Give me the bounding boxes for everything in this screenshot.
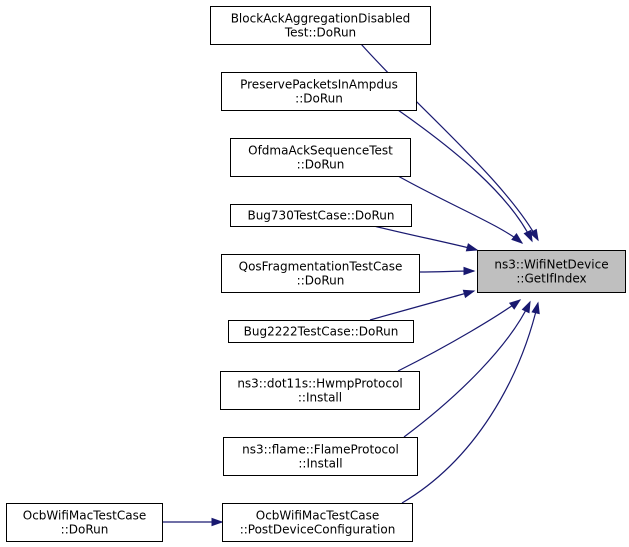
arrowhead-icon bbox=[531, 301, 540, 315]
node-label-line: ::DoRun bbox=[297, 274, 345, 288]
edge-layer bbox=[162, 43, 540, 527]
node-ocb-dorun[interactable]: OcbWifiMacTestCase::DoRun bbox=[6, 503, 163, 542]
edge-line bbox=[397, 109, 533, 242]
node-box bbox=[210, 6, 431, 45]
node-label-line: Test::DoRun bbox=[284, 26, 356, 40]
node-box bbox=[222, 503, 413, 542]
node-label-line: QosFragmentationTestCase bbox=[239, 260, 403, 274]
node-label-line: ::DoRun bbox=[61, 523, 109, 537]
edge-line bbox=[397, 175, 523, 244]
node-hwmp-install[interactable]: ns3::dot11s::HwmpProtocol::Install bbox=[220, 371, 420, 410]
edge-line bbox=[403, 301, 531, 438]
arrowhead-icon bbox=[521, 300, 531, 314]
node-label-line: OcbWifiMacTestCase bbox=[23, 509, 146, 523]
node-box bbox=[223, 437, 418, 476]
node-label-line: ::Install bbox=[298, 457, 342, 471]
node-box bbox=[230, 138, 411, 177]
edge-ocb-dorun-to-ocb-postconfig bbox=[162, 517, 224, 527]
node-qos-fragmentation[interactable]: QosFragmentationTestCase::DoRun bbox=[221, 254, 420, 293]
node-label-line: OfdmaAckSequenceTest bbox=[248, 144, 393, 158]
node-label-line: ::PostDeviceConfiguration bbox=[240, 523, 396, 537]
node-preserve-packets[interactable]: PreservePacketsInAmpdus::DoRun bbox=[221, 72, 417, 111]
arrowhead-icon bbox=[463, 266, 476, 276]
edge-flame-install-to-target bbox=[403, 300, 531, 438]
node-bug730[interactable]: Bug730TestCase::DoRun bbox=[230, 204, 412, 227]
node-box bbox=[6, 503, 163, 542]
node-label-line: ::GetIfIndex bbox=[516, 272, 586, 286]
edge-line bbox=[401, 302, 539, 504]
arrowhead-icon bbox=[211, 517, 224, 527]
node-label-line: Bug2222TestCase::DoRun bbox=[244, 325, 399, 339]
arrowhead-icon bbox=[508, 299, 522, 310]
edge-ofdma-ack-to-target bbox=[397, 175, 524, 244]
node-box bbox=[230, 204, 412, 227]
edge-line bbox=[373, 225, 478, 251]
arrowhead-icon bbox=[465, 243, 479, 252]
node-label-line: ns3::WifiNetDevice bbox=[494, 258, 608, 272]
node-label-line: PreservePacketsInAmpdus bbox=[240, 78, 398, 92]
node-label-line: ns3::flame::FlameProtocol bbox=[242, 443, 399, 457]
edge-bug2222-to-target bbox=[369, 289, 476, 321]
node-label-line: ns3::dot11s::HwmpProtocol bbox=[237, 377, 402, 391]
node-box bbox=[221, 254, 420, 293]
node-label-line: OcbWifiMacTestCase bbox=[256, 509, 379, 523]
edge-ocb-postconfig-to-target bbox=[401, 301, 540, 504]
node-label-line: Bug730TestCase::DoRun bbox=[247, 209, 394, 223]
edge-block-ack-to-target bbox=[360, 43, 539, 242]
node-flame-install[interactable]: ns3::flame::FlameProtocol::Install bbox=[223, 437, 418, 476]
node-label-line: BlockAckAggregationDisabled bbox=[231, 12, 411, 26]
node-ofdma-ack[interactable]: OfdmaAckSequenceTest::DoRun bbox=[230, 138, 411, 177]
node-layer: ns3::WifiNetDevice::GetIfIndex BlockAckAg… bbox=[6, 6, 626, 542]
node-box bbox=[220, 371, 420, 410]
edge-hwmp-install-to-target bbox=[397, 299, 522, 372]
node-box bbox=[477, 250, 626, 293]
node-label-line: ::DoRun bbox=[297, 158, 345, 172]
arrowhead-icon bbox=[462, 289, 476, 299]
node-box bbox=[228, 320, 414, 343]
node-label-line: ::Install bbox=[298, 391, 342, 405]
edge-line bbox=[360, 43, 539, 241]
edge-line bbox=[397, 299, 521, 372]
node-box bbox=[221, 72, 417, 111]
node-bug2222[interactable]: Bug2222TestCase::DoRun bbox=[228, 320, 414, 343]
arrowhead-icon bbox=[529, 228, 539, 242]
node-label-line: ::DoRun bbox=[295, 92, 343, 106]
node-ocb-postconfig[interactable]: OcbWifiMacTestCase::PostDeviceConfigurat… bbox=[222, 503, 413, 542]
node-target[interactable]: ns3::WifiNetDevice::GetIfIndex bbox=[477, 250, 626, 293]
edge-preserve-packets-to-target bbox=[397, 109, 533, 243]
arrowhead-icon bbox=[511, 233, 524, 244]
arrowhead-icon bbox=[523, 229, 533, 243]
edge-qos-fragmentation-to-target bbox=[418, 266, 476, 276]
edge-line bbox=[369, 290, 475, 321]
edge-bug730-to-target bbox=[373, 225, 479, 252]
